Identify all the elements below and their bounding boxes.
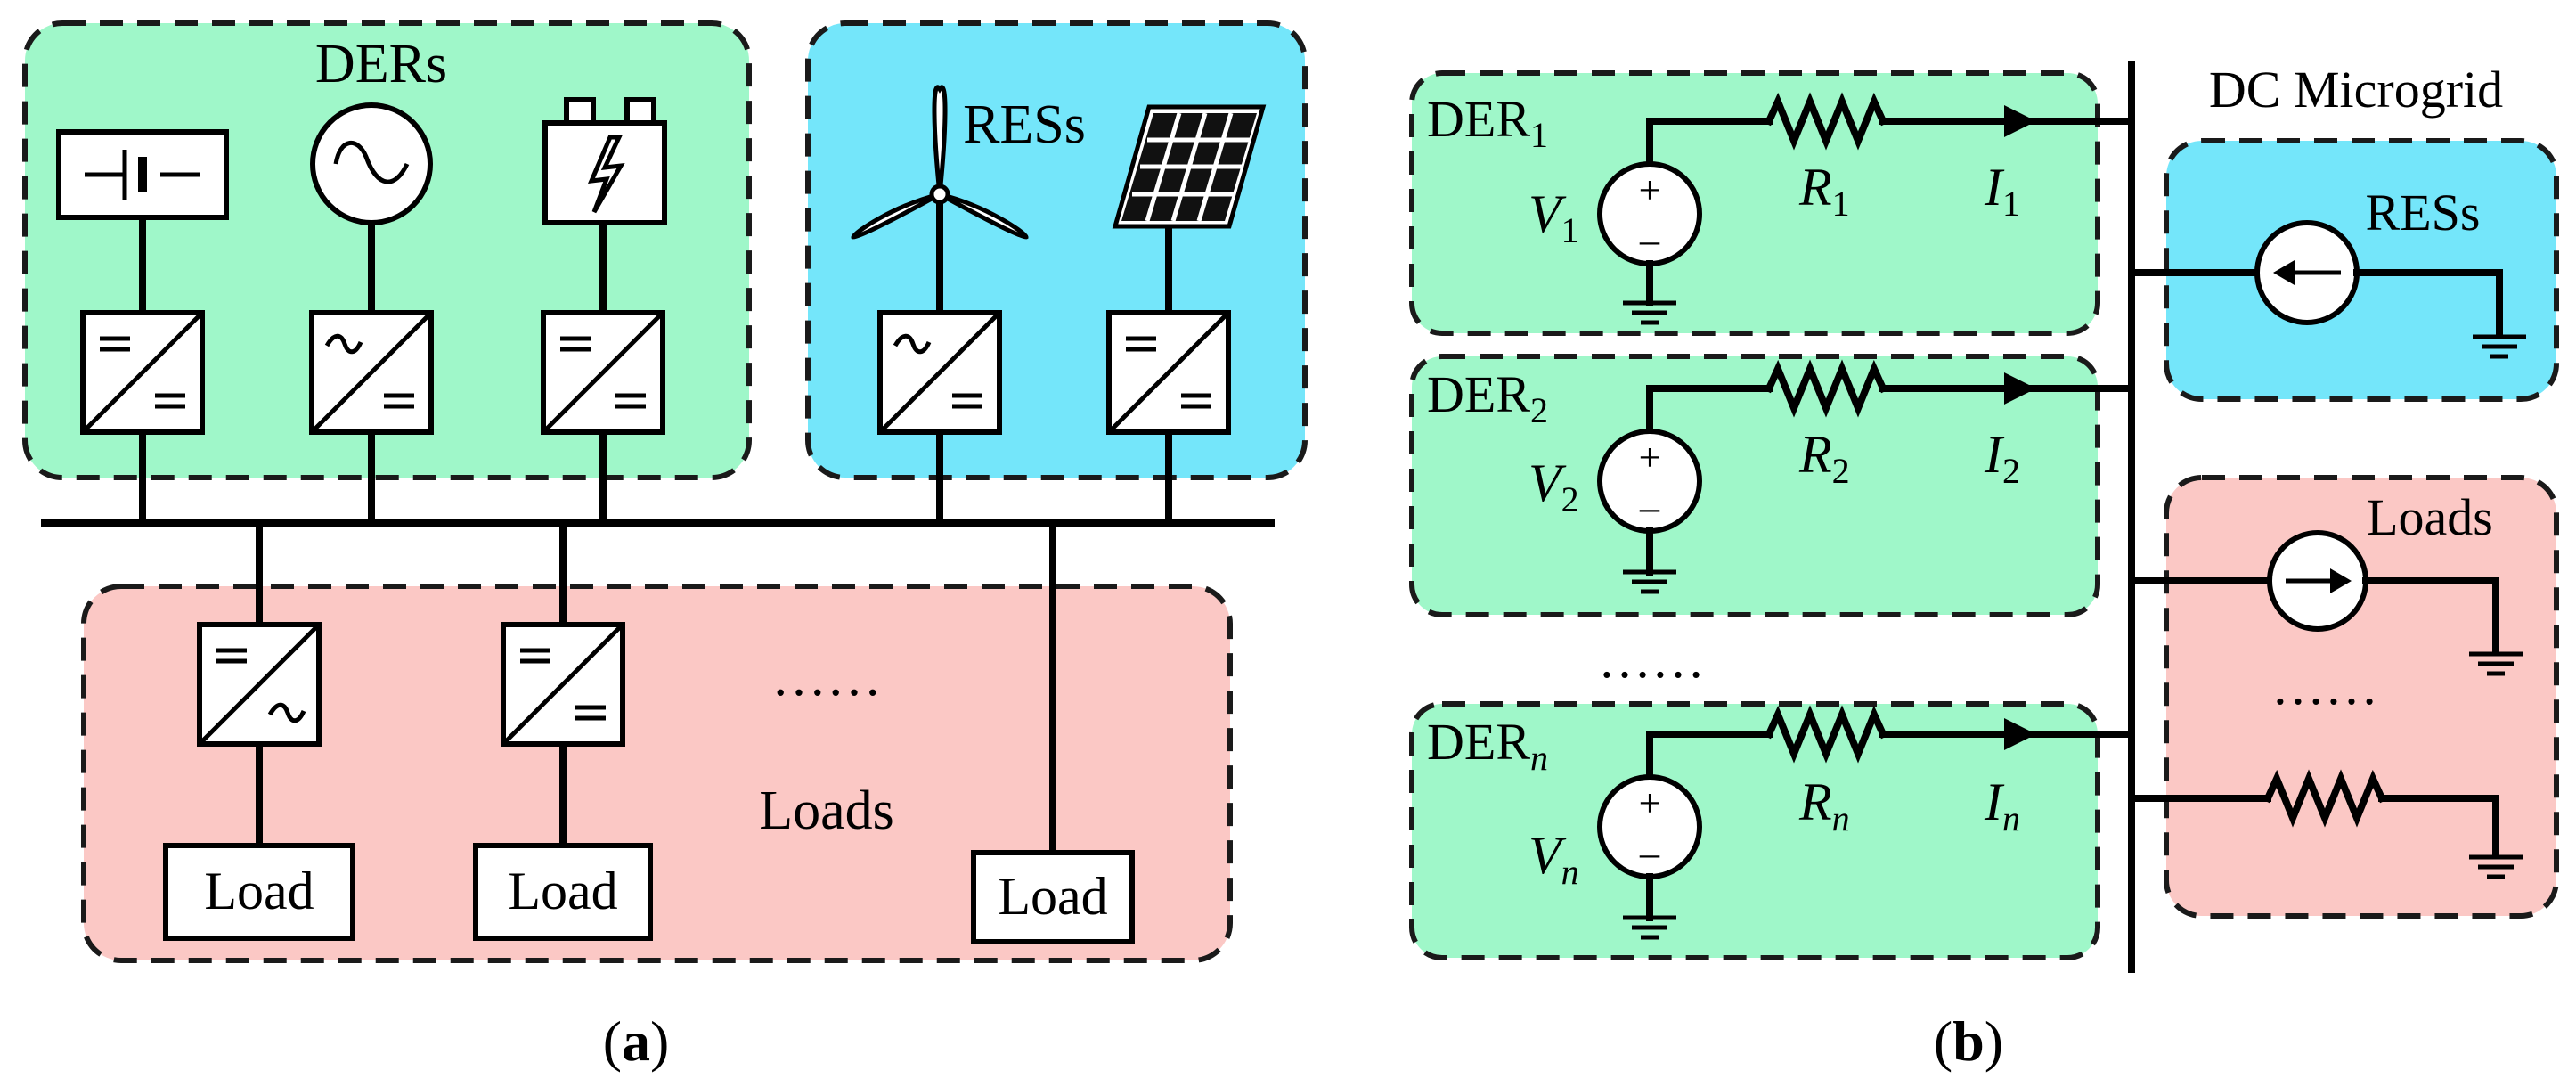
svg-text:–: – <box>1639 486 1660 529</box>
der-branch: DER1 R1 I1 + – V1 <box>1427 90 2135 323</box>
load-box <box>473 843 653 941</box>
current-arrow <box>2004 718 2036 750</box>
panel-a: DERs RESs Loads …… <box>22 20 1308 1073</box>
ellipsis-loads: …… <box>2271 657 2378 715</box>
load-resistor-branch <box>2128 779 2523 877</box>
voltage-label: Vn <box>1528 826 1579 892</box>
panel-a-wires <box>139 191 1172 856</box>
svg-text:–: – <box>1639 831 1660 875</box>
current-label: I1 <box>1984 158 2020 224</box>
voltage-source-icon: + – <box>1597 774 1702 879</box>
battery-icon <box>56 129 229 220</box>
resistor-label: R2 <box>1798 425 1850 491</box>
converter-icon <box>503 625 623 744</box>
current-source-icon <box>2267 530 2368 632</box>
der-branch: DER2 R2 I2 + – V2 <box>1427 365 2135 592</box>
caption-b: (b) <box>1934 1009 2003 1073</box>
load-box-label: Load <box>508 862 617 920</box>
caption-a: (a) <box>603 1009 670 1073</box>
svg-text:+: + <box>1639 168 1661 212</box>
der-label: DER1 <box>1427 90 1548 155</box>
ress-label-b: RESs <box>2366 184 2481 241</box>
panel-b: DC Microgrid RESs Loads …… …… DER1 R1 I1… <box>1409 61 2559 1073</box>
loads-region-b <box>2164 475 2559 919</box>
current-label: I2 <box>1984 425 2020 491</box>
voltage-label: V1 <box>1528 184 1579 250</box>
load-box-label: Load <box>998 867 1107 926</box>
resistor-label: R1 <box>1798 158 1850 224</box>
svg-text:(b): (b) <box>1934 1009 2003 1073</box>
converter-icon <box>200 625 319 744</box>
solar-panel-icon <box>1112 104 1267 229</box>
converter-icon <box>312 313 431 432</box>
loads-label-b: Loads <box>2367 488 2493 546</box>
ress-label-a: RESs <box>963 94 1086 155</box>
svg-text:+: + <box>1639 436 1661 479</box>
current-arrow <box>2004 372 2036 405</box>
voltage-source-icon: + – <box>1597 429 1702 534</box>
res-current-branch <box>2128 220 2526 356</box>
ellipsis-sources: …… <box>1598 630 1705 689</box>
voltage-source-icon: + – <box>1597 161 1702 266</box>
der-label: DERn <box>1427 713 1548 778</box>
load-box <box>163 843 355 941</box>
der-label: DER2 <box>1427 365 1548 430</box>
der1-region <box>1409 70 2100 336</box>
voltage-label: V2 <box>1528 454 1579 519</box>
svg-text:+: + <box>1639 781 1661 825</box>
der2-region <box>1409 354 2100 617</box>
ellipsis-a: …… <box>771 647 882 707</box>
load-box-label: Load <box>204 862 314 920</box>
loads-label-a: Loads <box>759 781 894 841</box>
svg-text:–: – <box>1639 218 1660 262</box>
current-label: In <box>1984 772 2020 838</box>
fuel-cell-icon <box>542 97 667 225</box>
svg-text:(a): (a) <box>603 1009 670 1073</box>
load-current-branch <box>2128 530 2523 674</box>
dern-region <box>1409 701 2100 960</box>
dc-microgrid-label: DC Microgrid <box>2209 61 2503 119</box>
load-box <box>971 850 1135 944</box>
ac-generator-icon <box>310 102 433 225</box>
current-source-icon <box>2254 220 2360 325</box>
converter-icon <box>1109 313 1228 432</box>
converter-icon <box>543 313 663 432</box>
ders-label: DERs <box>315 34 447 94</box>
loads-region <box>81 584 1233 963</box>
der-branch: DERn Rn In + – Vn <box>1427 713 2135 937</box>
resistor-label: Rn <box>1798 772 1850 838</box>
current-arrow <box>2004 105 2036 137</box>
wind-turbine-icon <box>851 85 1029 240</box>
converter-icon <box>83 313 202 432</box>
converter-icon <box>880 313 999 432</box>
